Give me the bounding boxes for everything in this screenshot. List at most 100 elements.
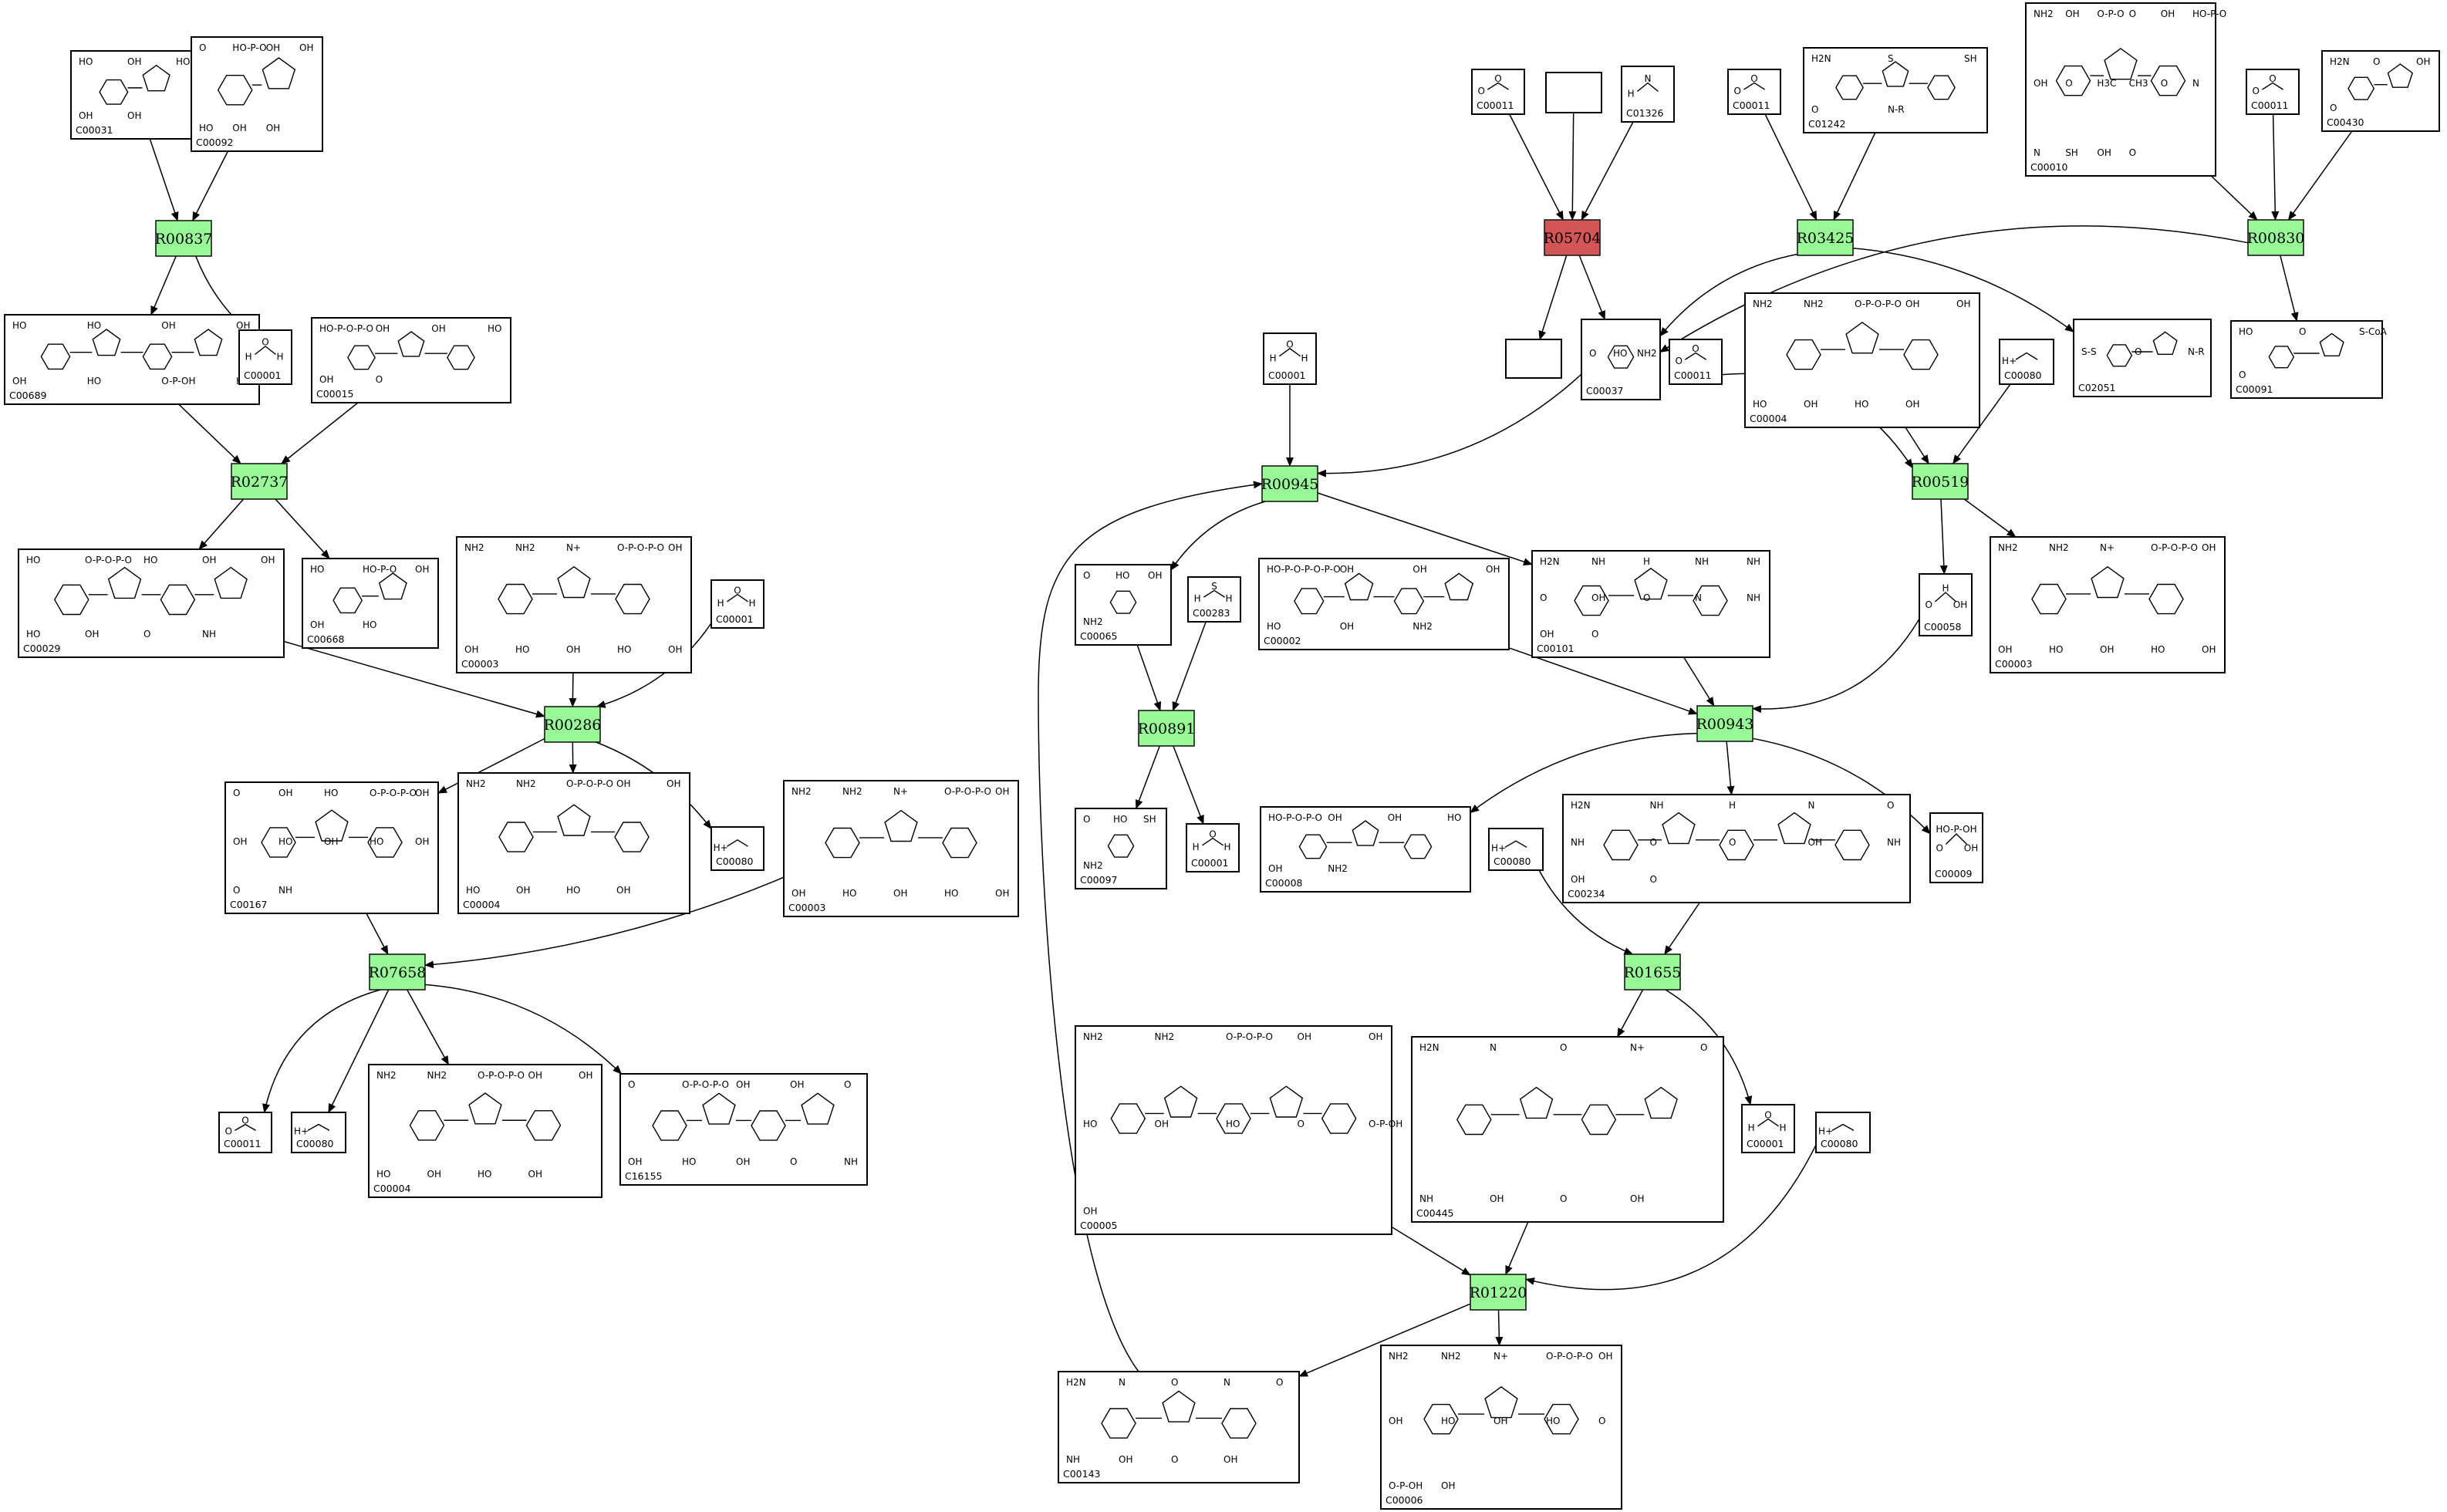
compound-box[interactable]: [1075, 564, 1172, 646]
compound-box[interactable]: [224, 781, 439, 914]
compound-box[interactable]: [1545, 72, 1602, 113]
compound-box[interactable]: [1505, 339, 1562, 379]
compound-box[interactable]: [2321, 50, 2440, 132]
reaction-box[interactable]: [155, 220, 212, 257]
compound-box[interactable]: [1621, 66, 1675, 123]
reaction-R02737[interactable]: R02737: [231, 463, 289, 500]
compound-box[interactable]: [783, 780, 1019, 917]
compound-box[interactable]: [1380, 1345, 1622, 1510]
compound-box[interactable]: [1919, 573, 1973, 636]
reaction-R00837[interactable]: R00837: [155, 220, 213, 257]
compound-box[interactable]: [710, 826, 764, 871]
compound-box[interactable]: [302, 558, 439, 649]
reaction-box[interactable]: [1696, 705, 1753, 742]
compound-box[interactable]: [1741, 1104, 1795, 1153]
reaction-box[interactable]: [1138, 710, 1195, 747]
compound-c00080_c[interactable]: H+C00080: [1999, 339, 2054, 385]
reaction-box[interactable]: [1912, 463, 1969, 500]
compound-box[interactable]: [1581, 319, 1661, 400]
compound-box[interactable]: [1562, 794, 1911, 903]
compound-box[interactable]: [1531, 550, 1770, 658]
reaction-box[interactable]: [369, 953, 426, 991]
compound-box[interactable]: [456, 536, 692, 673]
compound-box[interactable]: [1411, 1036, 1724, 1223]
reaction-box[interactable]: [544, 706, 601, 743]
reaction-R00891[interactable]: R00891: [1138, 710, 1196, 747]
reaction-R01655[interactable]: R01655: [1624, 953, 1682, 991]
compound-box[interactable]: [1999, 339, 2054, 385]
reaction-R05704[interactable]: R05704: [1544, 219, 1602, 256]
compound-box[interactable]: [191, 36, 323, 152]
compound-box[interactable]: [1258, 558, 1510, 650]
compound-box[interactable]: [1990, 536, 2226, 673]
compound-box[interactable]: [457, 772, 690, 914]
reaction-box[interactable]: [1544, 219, 1601, 256]
compound-box[interactable]: [1744, 292, 1980, 428]
reaction-R00830[interactable]: R00830: [2247, 219, 2305, 256]
reaction-R07658[interactable]: R07658: [369, 953, 427, 991]
compound-box[interactable]: [1815, 1112, 1871, 1153]
reaction-box[interactable]: [231, 463, 288, 500]
compound-box[interactable]: [1488, 828, 1544, 871]
compound-box[interactable]: [1058, 1371, 1300, 1483]
reaction-box[interactable]: [1797, 219, 1854, 256]
reaction-box[interactable]: [2247, 219, 2304, 256]
compound-box[interactable]: [18, 548, 285, 658]
reaction-box[interactable]: [1470, 1274, 1527, 1311]
reaction-R00519[interactable]: R00519: [1912, 463, 1969, 500]
compound-box[interactable]: [1075, 1025, 1392, 1235]
compound-box[interactable]: [1263, 332, 1317, 385]
compound-box[interactable]: [1186, 823, 1240, 872]
compound-box[interactable]: [1727, 69, 1781, 115]
compound-c00080_d[interactable]: H+C00080: [1488, 828, 1544, 871]
compound-box[interactable]: [2025, 2, 2216, 177]
reaction-R03425[interactable]: R03425: [1797, 219, 1855, 256]
reaction-R00945[interactable]: R00945: [1261, 465, 1319, 502]
compound-box[interactable]: [291, 1112, 346, 1153]
compound-box[interactable]: [2073, 319, 2212, 397]
compound-box[interactable]: [368, 1064, 602, 1198]
compound-box[interactable]: [2246, 69, 2300, 115]
compound-box[interactable]: [238, 329, 292, 385]
compound-box[interactable]: [1471, 69, 1525, 115]
reaction-box[interactable]: [1261, 465, 1318, 502]
compound-box[interactable]: [1187, 576, 1241, 623]
compound-box[interactable]: [1669, 339, 1723, 385]
